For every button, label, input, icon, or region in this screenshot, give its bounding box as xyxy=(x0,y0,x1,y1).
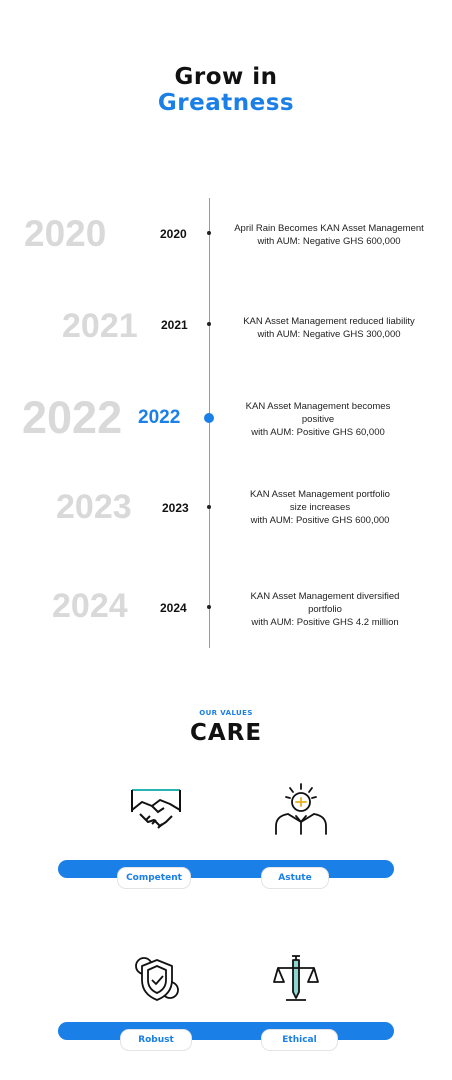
value-pill-robust: Robust xyxy=(121,1030,191,1050)
timeline-description-line: with AUM: Positive GHS 600,000 xyxy=(250,515,390,526)
hero-heading: Grow in Greatness xyxy=(0,64,452,116)
values-band xyxy=(58,1022,394,1040)
timeline-description: KAN Asset Management reduced liability w… xyxy=(229,315,429,341)
timeline-description-line: KAN Asset Management portfolio xyxy=(250,489,390,500)
value-pill-competent: Competent xyxy=(118,868,190,888)
ghost-year: 2021 xyxy=(62,307,138,345)
timeline-year: 2020 xyxy=(160,227,187,241)
timeline-dot xyxy=(207,322,211,326)
value-pill-astute: Astute xyxy=(262,868,328,888)
thinker-icon xyxy=(275,783,327,835)
timeline-description-line: portfolio xyxy=(308,604,342,615)
timeline-dot xyxy=(207,505,211,509)
hero-title-line1: Grow in xyxy=(174,64,278,90)
timeline-description: April Rain Becomes KAN Asset Management … xyxy=(229,222,429,248)
timeline-year: 2023 xyxy=(162,501,189,515)
values-title: CARE xyxy=(189,720,263,746)
values-band xyxy=(58,860,394,878)
timeline-description: KAN Asset Management portfolio size incr… xyxy=(220,488,420,527)
timeline-year-active: 2022 xyxy=(138,407,181,428)
timeline-description-line: with AUM: Negative GHS 300,000 xyxy=(257,329,401,340)
timeline-description-line: with AUM: Positive GHS 4.2 million xyxy=(251,617,399,628)
timeline-dot-active xyxy=(204,413,214,423)
hero-title-line2: Greatness xyxy=(157,90,295,116)
timeline-description-line: with AUM: Positive GHS 60,000 xyxy=(251,427,385,438)
values-kicker: OUR VALUES xyxy=(199,709,253,717)
timeline-year: 2024 xyxy=(160,601,187,615)
ghost-year: 2024 xyxy=(52,587,128,625)
justice-icon xyxy=(273,955,319,1001)
ghost-year: 2020 xyxy=(24,213,107,254)
timeline-dot xyxy=(207,605,211,609)
timeline-description-line: KAN Asset Management diversified xyxy=(250,591,400,602)
timeline-description-line: KAN Asset Management becomes xyxy=(245,401,391,412)
timeline-year: 2021 xyxy=(161,318,188,332)
timeline-dot xyxy=(207,231,211,235)
ghost-year: 2023 xyxy=(56,488,132,526)
timeline-description: KAN Asset Management diversified portfol… xyxy=(225,590,425,629)
timeline-description: KAN Asset Management becomes positive wi… xyxy=(218,400,418,439)
handshake-icon xyxy=(131,789,181,829)
timeline-description-line: positive xyxy=(301,414,335,425)
shield-gears-icon xyxy=(135,957,179,1001)
ghost-year: 2022 xyxy=(22,392,123,443)
timeline-description-line: size increases xyxy=(289,502,351,513)
timeline-axis xyxy=(209,198,210,648)
value-pill-ethical: Ethical xyxy=(262,1030,337,1050)
timeline-description-line: April Rain Becomes KAN Asset Management xyxy=(234,223,424,234)
timeline-description-line: with AUM: Negative GHS 600,000 xyxy=(257,236,401,247)
timeline-description-line: KAN Asset Management reduced liability xyxy=(243,316,415,327)
